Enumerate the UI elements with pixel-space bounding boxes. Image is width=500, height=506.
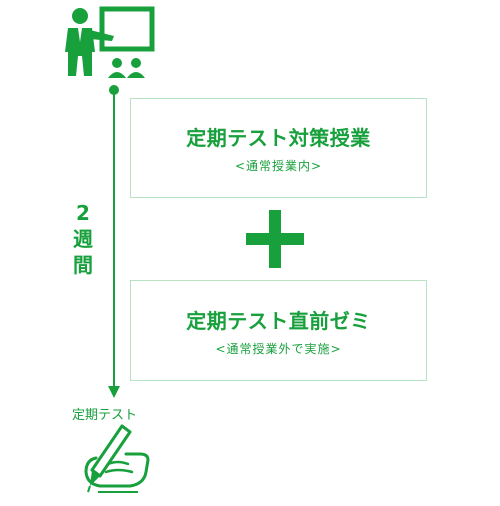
- box-title: 定期テスト直前ゼミ: [186, 308, 371, 333]
- duration-number: 2: [76, 201, 90, 225]
- box-test-seminar: 定期テスト直前ゼミ <通常授業外で実施>: [130, 280, 427, 381]
- timeline-arrow: [108, 85, 120, 398]
- final-test-label: 定期テスト: [72, 408, 138, 423]
- hand-writing-icon: [84, 424, 150, 493]
- box-subtitle: <通常授業内>: [234, 159, 323, 173]
- box-test-prep-class: 定期テスト対策授業 <通常授業内>: [130, 98, 427, 198]
- duration-char-2: 間: [73, 253, 93, 277]
- teacher-presenting-icon: [65, 6, 155, 78]
- duration-char-1: 週: [73, 227, 93, 251]
- box-subtitle: <通常授業外で実施>: [215, 341, 342, 356]
- duration-label: 2 週 間: [68, 200, 98, 278]
- box-title: 定期テスト対策授業: [186, 126, 371, 150]
